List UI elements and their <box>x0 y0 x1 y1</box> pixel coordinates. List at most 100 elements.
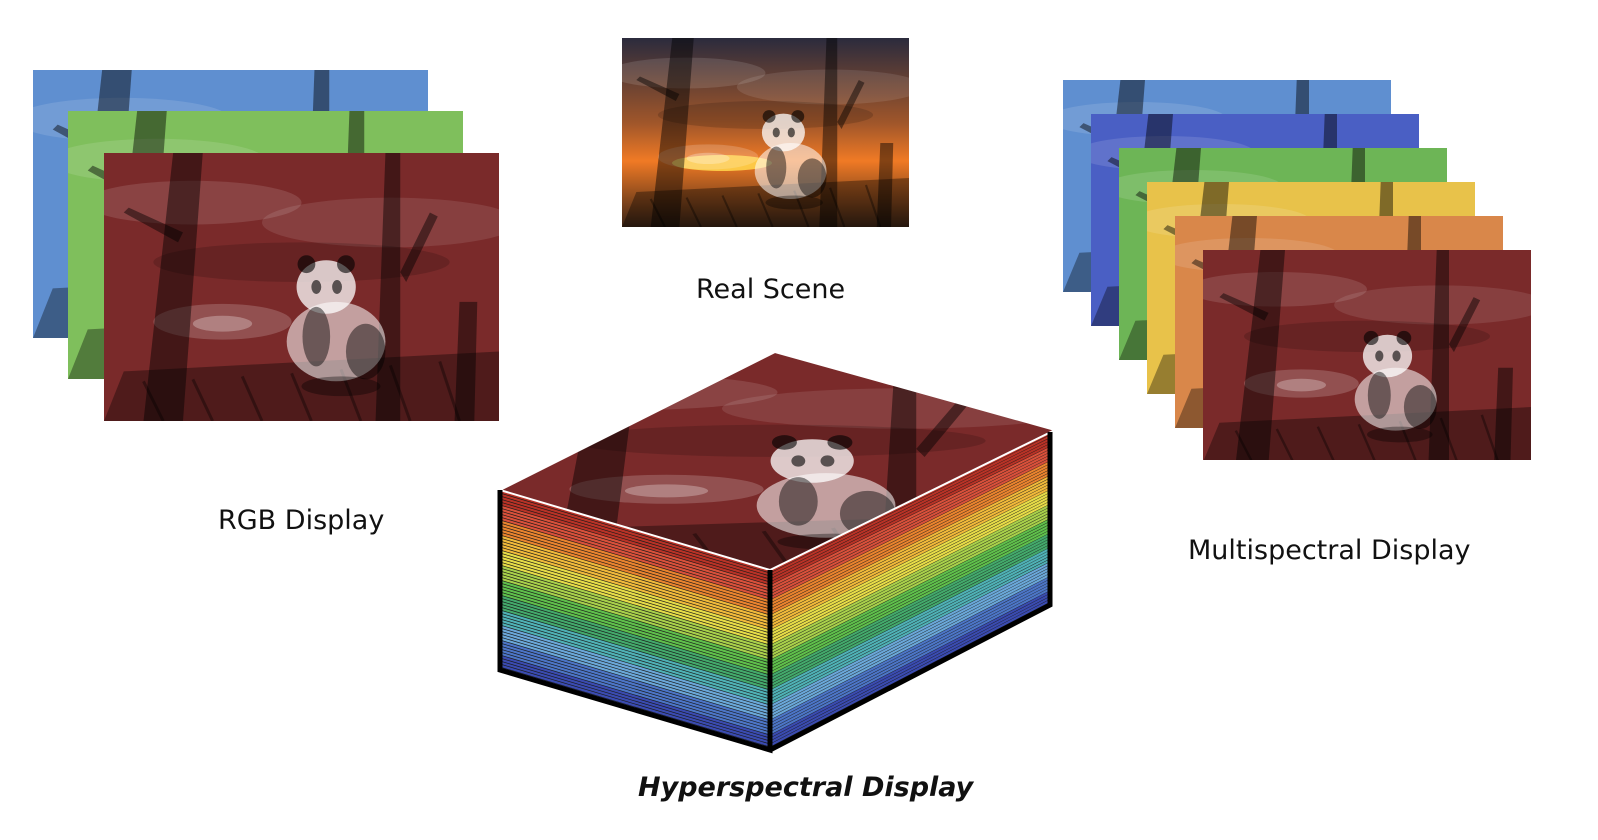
spectral-band-line <box>769 536 1051 681</box>
spectral-band-line <box>769 530 1051 675</box>
spectral-band-line <box>769 518 1051 663</box>
spectral-band-line <box>499 628 771 711</box>
spectral-band-line <box>499 532 771 615</box>
spectral-band-line <box>769 547 1051 693</box>
spectral-band-line <box>769 588 1051 735</box>
spectral-band-line <box>769 446 1051 588</box>
spectral-band-line <box>499 634 771 717</box>
spectral-band-line <box>769 449 1051 591</box>
spectral-band-line <box>499 496 771 579</box>
spectral-band-line <box>769 484 1051 627</box>
spectral-band-line <box>769 487 1051 630</box>
spectral-band-line <box>769 599 1051 747</box>
spectral-band-line <box>499 658 771 741</box>
hyperspectral-cube <box>480 340 1080 760</box>
spectral-band-line <box>499 661 771 744</box>
spectral-band-line <box>769 567 1051 714</box>
spectral-band-line <box>499 655 771 738</box>
spectral-band-line <box>499 580 771 663</box>
spectral-band-line <box>499 556 771 639</box>
spectral-band-line <box>499 565 771 648</box>
spectral-band-line <box>499 508 771 591</box>
spectral-band-line <box>769 498 1051 642</box>
spectral-band-line <box>769 435 1051 576</box>
spectral-band-line <box>499 646 771 729</box>
spectral-band-line <box>499 619 771 702</box>
spectral-band-line <box>769 504 1051 648</box>
spectral-band-line <box>769 542 1051 687</box>
real-scene-image <box>622 38 909 227</box>
spectral-band-line <box>499 643 771 726</box>
spectral-band-line <box>499 586 771 669</box>
spectral-band-line <box>769 544 1051 690</box>
spectral-band-line <box>499 553 771 636</box>
spectral-band-line <box>769 443 1051 585</box>
spectral-band-line <box>499 592 771 675</box>
rgb-channel-layer <box>104 153 499 421</box>
spectral-band-line <box>769 527 1051 672</box>
spectral-band-line <box>769 455 1051 597</box>
spectral-band-line <box>499 601 771 684</box>
rgb-layers <box>33 70 499 421</box>
spectral-band-line <box>769 472 1051 615</box>
spectral-band-line <box>499 559 771 642</box>
spectral-band-line <box>499 598 771 681</box>
spectral-band-line <box>769 452 1051 594</box>
spectral-band-line <box>769 513 1051 657</box>
spectral-band-line <box>769 556 1051 702</box>
spectral-band-line <box>499 550 771 633</box>
spectral-band-line <box>769 593 1051 741</box>
spectral-band-line <box>769 524 1051 669</box>
spectral-band-line <box>769 458 1051 600</box>
spectral-band-line <box>499 649 771 732</box>
spectral-band-line <box>769 550 1051 696</box>
spectral-band-line <box>499 637 771 720</box>
cube-right-face <box>769 432 1051 750</box>
spectral-band-line <box>499 526 771 609</box>
spectral-band-line <box>499 493 771 576</box>
spectral-band-line <box>499 538 771 621</box>
spectral-band-line <box>499 523 771 606</box>
multispectral-stack <box>1050 60 1598 462</box>
spectral-band-line <box>499 568 771 651</box>
multispectral-channel-layer <box>1203 250 1531 462</box>
spectral-band-line <box>499 505 771 588</box>
hyperspectral-label: Hyperspectral Display <box>638 772 974 803</box>
spectral-band-line <box>769 553 1051 699</box>
spectral-band-line <box>769 516 1051 660</box>
spectral-band-line <box>769 585 1051 732</box>
multispectral-layers <box>1063 80 1531 462</box>
spectral-band-line <box>499 535 771 618</box>
spectral-band-line <box>769 582 1051 729</box>
spectral-band-line <box>499 583 771 666</box>
rgb-label: RGB Display <box>218 505 385 536</box>
rgb-stack <box>0 0 520 440</box>
spectral-band-line <box>769 493 1051 636</box>
spectral-band-line <box>769 596 1051 744</box>
spectral-band-line <box>769 576 1051 723</box>
spectral-band-line <box>769 481 1051 624</box>
spectral-band-line <box>769 579 1051 726</box>
spectral-band-line <box>499 514 771 597</box>
spectral-band-line <box>499 616 771 699</box>
spectral-band-line <box>499 502 771 585</box>
spectral-band-line <box>769 495 1051 639</box>
spectral-band-line <box>769 475 1051 618</box>
spectral-band-line <box>769 591 1051 738</box>
spectral-band-line <box>499 640 771 723</box>
spectral-band-line <box>499 577 771 660</box>
spectral-band-line <box>499 529 771 612</box>
spectral-band-line <box>769 501 1051 645</box>
spectral-band-line <box>499 652 771 735</box>
spectral-band-line <box>499 613 771 696</box>
spectral-band-line <box>769 464 1051 606</box>
spectral-band-line <box>769 469 1051 612</box>
spectral-band-line <box>769 507 1051 651</box>
spectral-band-line <box>499 562 771 645</box>
spectral-band-line <box>499 547 771 630</box>
spectral-band-line <box>499 604 771 687</box>
spectral-band-line <box>499 622 771 705</box>
cube-left-face <box>499 490 771 750</box>
spectral-band-line <box>499 625 771 708</box>
spectral-band-line <box>499 595 771 678</box>
